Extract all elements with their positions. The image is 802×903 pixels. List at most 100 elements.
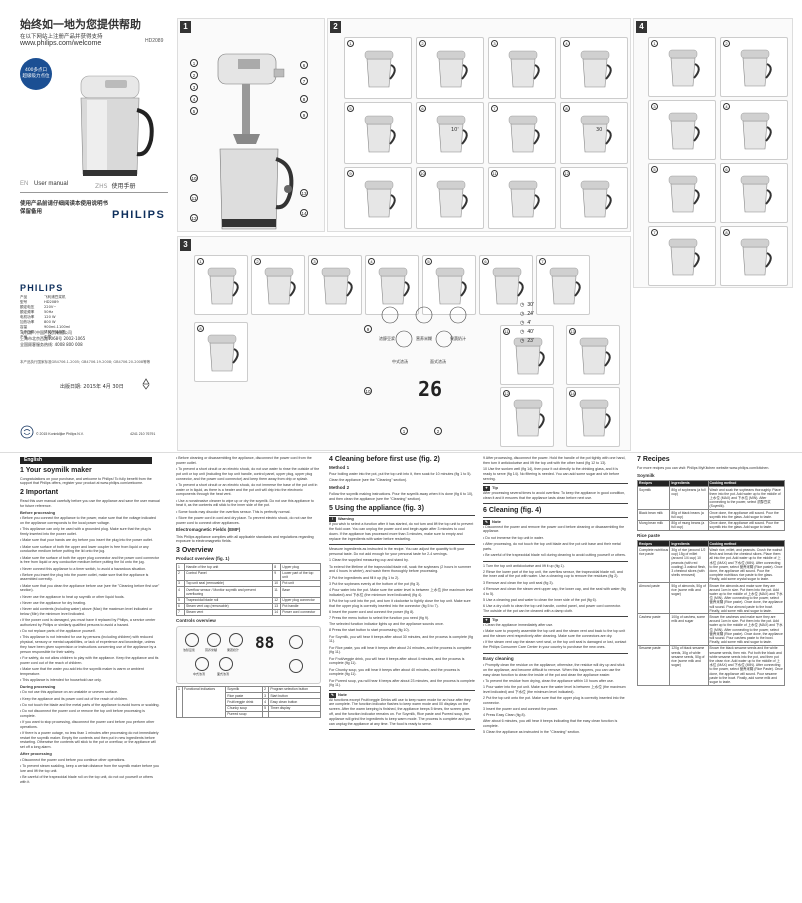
recipe-cell: 80g of black beans (a full cup) [669,509,709,521]
step-number: 2 [723,40,730,47]
fig3-timer-display: 26 [418,377,443,401]
copyright: © 2015 Koninklijke Philips N.V. [36,432,84,436]
table-cell: Control Panel [183,569,274,581]
list-item: Be careful of the trapezoidal blade roll… [483,553,628,558]
publish-date: 出版日期: 2015年 4月 30日 [60,384,124,390]
fig1-callout: 4 [190,95,198,103]
recipe-cell: 120g of black sesame seeds, 30g of white… [669,644,709,686]
fig1-callout: 11 [190,194,198,202]
step-panel: 11 [488,167,556,229]
fig2-time-2: 30 [596,127,603,133]
model-code: HD2089 [145,38,164,44]
recipe-cell: Once done, the appliance will sound. Pou… [707,519,786,531]
list-item: Do not use this appliance on an unstable… [20,690,160,695]
spec-key: 额定电压 [20,305,35,309]
step-illustration [508,115,540,153]
hotline: 全国顾客服务热线: 4008 800 008 [20,342,83,347]
spec-value: 50Hz [44,310,54,314]
manufacturer-info: 飞利浦（中国）投资有限公司 上海市北京西路1068号 2002-1065 全国顾… [20,330,85,348]
list-item: Never use the appliance for dry heating. [20,601,160,606]
measure-text: Measure ingredients as instructed in the… [329,547,465,557]
fig3-time-value: 30' [527,302,534,308]
th-recipes: Recipes [636,479,671,488]
step-item: To extend the lifetime of the trapezoida… [329,564,472,574]
step-number: 7 [651,229,658,236]
fig3-callout-a: 1 [400,427,408,435]
list-item: This appliance is intended for household… [20,678,160,683]
step-panel: 13 [566,325,620,385]
list-item: This appliance can only be used with a g… [20,527,160,537]
h-recipes: 7 Recipes [637,456,670,463]
step-item: After about 6 minutes, you will hear it … [483,719,618,729]
warning-text: If you wish to select a function after i… [329,522,474,541]
step-illustration [508,180,540,218]
cover-zh-sub: 在以下网站上注册产品并获得支持 [20,34,103,40]
recipe-cell: 80g of mung beans (a full cup) [669,519,709,531]
step-item: For Fruit/veggie drink, you will hear it… [329,656,465,666]
h-method-1: Method 1 [329,464,350,470]
column-2: Before cleaning or disassembling the app… [176,453,321,718]
step-number: 2 [254,258,261,265]
recipe-cell: 50g of almonds, 50g of rice (some milk a… [669,582,709,615]
cleaning-warnings: Before cleaning or disassembling the app… [176,456,321,525]
step-panel: 2 [720,37,788,97]
step-item: 6 Insert the power cord and connect the … [329,609,415,614]
juice-icon [229,632,243,647]
spec-value: 220V~ [44,305,57,309]
step-number: 3 [651,103,658,110]
step-illustration [740,175,772,213]
step-panel: 2 [416,37,484,99]
step-illustration [513,337,545,375]
note-icon: ✎ [329,692,336,698]
step-number: 7 [539,258,546,265]
table-cell: Overflow sensor / Monitor soymilk and pr… [183,586,274,598]
table-cell: 14 [272,608,282,617]
step-illustration [364,180,396,218]
table-cell: 2 [176,569,185,581]
cleaning-note-box: ✎Note Disconnect the power and remove th… [483,517,628,562]
badge-line2: 超级吸力点位 [22,74,50,79]
tip2-icon: ✦ [483,618,490,624]
step-panel: 5 [344,102,412,164]
cleaning-note-icon: ✎ [483,519,490,525]
soymilk-maker-image [80,75,154,176]
list-item: Use a nonabrasive cleaner to wipe up or … [176,499,321,509]
warning-box: !Warning If you wish to select a functio… [329,514,475,546]
soymilk-icon [185,632,199,647]
step-9: 9 After processing, disconnect the power… [483,456,626,465]
panel-cn-1: 营养米糊 [205,647,218,652]
h-emf: Electromagnetic Fields (EMF) [176,527,241,533]
spec-key: 加热功率 [20,320,35,324]
feature-badge: 400多点口 超级吸力点位 [20,58,52,90]
h-product-overview: Product overview (fig. 1) [176,556,230,561]
panel-timer-display: 88 [255,632,275,652]
func-label: Functional indicators [181,685,227,718]
list-item: For safety, do not allow children to pla… [20,656,160,666]
ctrl-label-rice: 营养米糊 [416,336,432,341]
step-number: 3 [491,40,498,47]
fig3-time-value: 24' [527,311,534,317]
step-item: 5 Use a cleaning pad and water to clean … [483,597,597,602]
step-number: 4 [368,258,375,265]
step-item: 5 Put the top unit into the pot, and tur… [329,598,471,608]
clock-icon: ◷ [520,320,525,326]
step-panel: 1 [344,37,412,99]
tip-icon: ✦ [483,485,490,491]
step-illustration [508,50,540,88]
step-illustration [668,112,700,150]
h-before: Before processing [20,509,56,515]
table-row: Pureed soup [177,710,321,718]
cover-zh-heading: 始终如一地为您提供帮助 [20,18,141,31]
th-cooking: Cooking method [707,479,786,488]
figure-2-number: 2 [330,21,341,33]
manufacturer: 飞利浦（中国）投资有限公司 [20,330,72,335]
fig3-time-value: 23' [527,338,534,344]
step-number: 6 [419,105,426,112]
spec-value: 900ml-1100ml [44,325,71,329]
illustration-sheet: 始终如一地为您提供帮助 在以下网站上注册产品并获得支持 www.philips.… [20,18,793,451]
badge-line1: 400多点口 [24,68,48,73]
method-1-text: Pour boiling water into the pot, put the… [329,472,472,477]
table-cell: Power cord connector [280,608,321,617]
